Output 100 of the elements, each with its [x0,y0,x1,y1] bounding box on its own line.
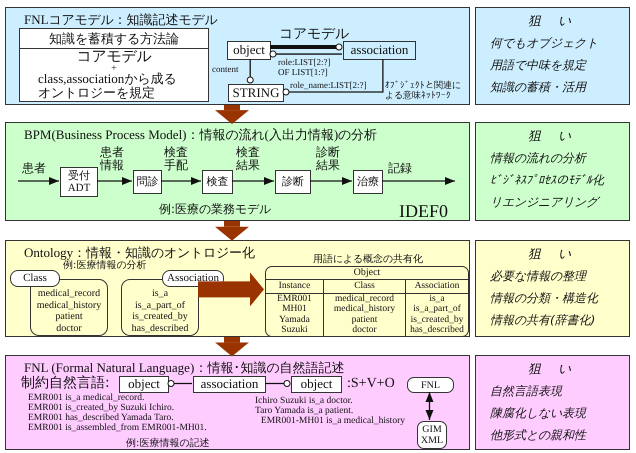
panel-title: Ontology：情報・知識のオントロジー化 [24,244,256,260]
arrow [161,177,201,185]
connector-line [270,50,342,58]
entity-box: object [227,41,271,60]
diagram-heading: コアモデル [279,27,349,43]
example-caption: 例:医療情報の記述 [126,438,210,450]
example-caption: 例:医療の業務モデル [159,203,272,216]
box-text: コアモデル [76,49,152,65]
table-cell-text: is_created_by [410,314,464,325]
goal-item: 情報の分類・構造化 [490,290,600,307]
entity-box: 治療 [353,170,383,194]
notation-label: 制約自然言語: [21,376,110,392]
box-heading: 知識を蓄積する方法論 [20,29,208,49]
note-text: ｵﾌﾞｼﾞｪｸﾄと関連による意味ﾈｯﾄﾜｰｸ [385,81,462,102]
arrow [97,177,132,185]
arrow [232,177,274,185]
block-arrow [198,272,264,306]
arrow [426,392,434,420]
table-cell: MH01 [266,304,324,314]
goal-item: 何でもオブジェクト [490,35,599,52]
connector-line [168,380,192,387]
connector-line [270,44,342,51]
edge-label: 患者情報 [100,146,125,173]
column-header: Class [324,280,406,294]
example-sentence: EMR001 is_assembled_from EMR001-MH01. [28,423,207,434]
block-arrow [215,221,249,241]
goal-item: 知識の蓄積・活用 [490,79,588,96]
table-cell: medical_history [324,304,406,314]
table-cell: patient [324,314,406,325]
example-sentence: Ichiro Suzuki is_a doctor. [255,396,353,406]
edge-label: role_name:LIST[2:?] [290,80,366,90]
entity-box: 検査 [202,170,233,194]
goal-item: ﾋﾞｼﾞﾈｽﾌﾟﾛｾｽのﾓﾃﾞﾙ化 [490,172,606,189]
box-text: class,associationから成るオントロジーを規定 [37,72,178,100]
method-label: IDEF0 [399,201,448,222]
goal-item: 用語で中味を規定 [490,57,588,74]
goal-heading: 狙 い [528,128,573,145]
goal-item: 他形式との親和性 [490,427,588,444]
entity-box: GIM XML [417,421,447,449]
entity-box: association [193,376,266,393]
table-cell: EMR001 [266,294,324,304]
block-arrow [215,337,249,356]
edge-label: 診断結果 [316,146,341,173]
goal-item: 情報の流れの分析 [490,150,588,167]
example-caption: 例:医療情報の分析 [63,260,146,272]
term-list: is_a is_a_part_of is_created_by has_described [122,288,198,334]
column-header: Instance [266,280,324,294]
model-panel [5,122,470,221]
arrow [18,177,59,185]
object-table [265,266,469,337]
edge-label: 検査結果 [236,146,261,173]
edge-label: role:LIST[2:?] OF LIST[1:?] [278,57,332,78]
table-cell: Yamada [266,314,324,325]
panel-title: BPM(Business Process Model)：情報の流れ(入出力情報)の分析 [24,126,378,144]
example-sentence: EMR001 has_described Yamada Taro. [28,413,174,423]
edge-label: 記録 [388,162,412,176]
example-sentence: Taro Yamada is_a patient. [255,406,354,416]
panel-title: FNL (Formal Natural Language)：情報･知識の自然語記述 [24,359,344,375]
goal-panel [475,355,630,450]
goal-item: 陳腐化しない表現 [490,405,588,422]
edge-label: content [212,64,238,74]
model-panel [5,7,470,105]
table-cell: Suzuki [266,325,324,336]
edge-label: 検査手配 [164,146,189,173]
column-header: Association [406,280,468,294]
connector-line [246,59,254,84]
goal-heading: 狙 い [528,361,573,378]
arrow [382,177,455,185]
goal-item: 自然言語表現 [490,383,564,400]
table-cell-text: is_a [428,294,446,304]
model-panel [5,355,470,450]
entity-box: 問診 [133,170,162,194]
methodology-box [19,28,209,102]
goal-panel [475,240,630,337]
table-title: Object [266,267,468,280]
table-caption: 用語による概念の共有化 [313,252,423,266]
example-sentence: EMR001 is_created_by Suzuki Ichiro. [28,403,174,414]
table-cell-text: is_a_part_of [412,304,462,314]
entity-box: FNL [407,377,454,393]
goal-heading: 狙 い [528,246,573,263]
goal-item: 必要な情報の整理 [490,268,588,285]
entity-box: 受付 ADT [60,167,98,197]
notation-label: :S+V+O [347,376,395,392]
table-cell: medical_record [324,294,406,304]
goal-item: 情報の共有(辞書化) [490,312,596,329]
entity-box: STRING [228,84,284,102]
block-arrow [215,105,249,124]
entity-box: 診断 [275,170,311,194]
term-list: medical_record medical_history patient doctor [31,288,107,334]
goal-item: リエンジニアリング [490,194,629,211]
goal-panel [475,122,630,221]
connector-line [265,380,290,387]
entity-box: object [119,376,169,393]
entity-box: object [291,376,342,393]
table-cell: doctor [324,325,406,336]
arrow [310,177,352,185]
connector-line [282,59,384,96]
example-sentence: EMR001-MH01 is_a medical_history [260,416,405,427]
entity-box: association [343,41,416,60]
group-label: Class [10,270,60,287]
